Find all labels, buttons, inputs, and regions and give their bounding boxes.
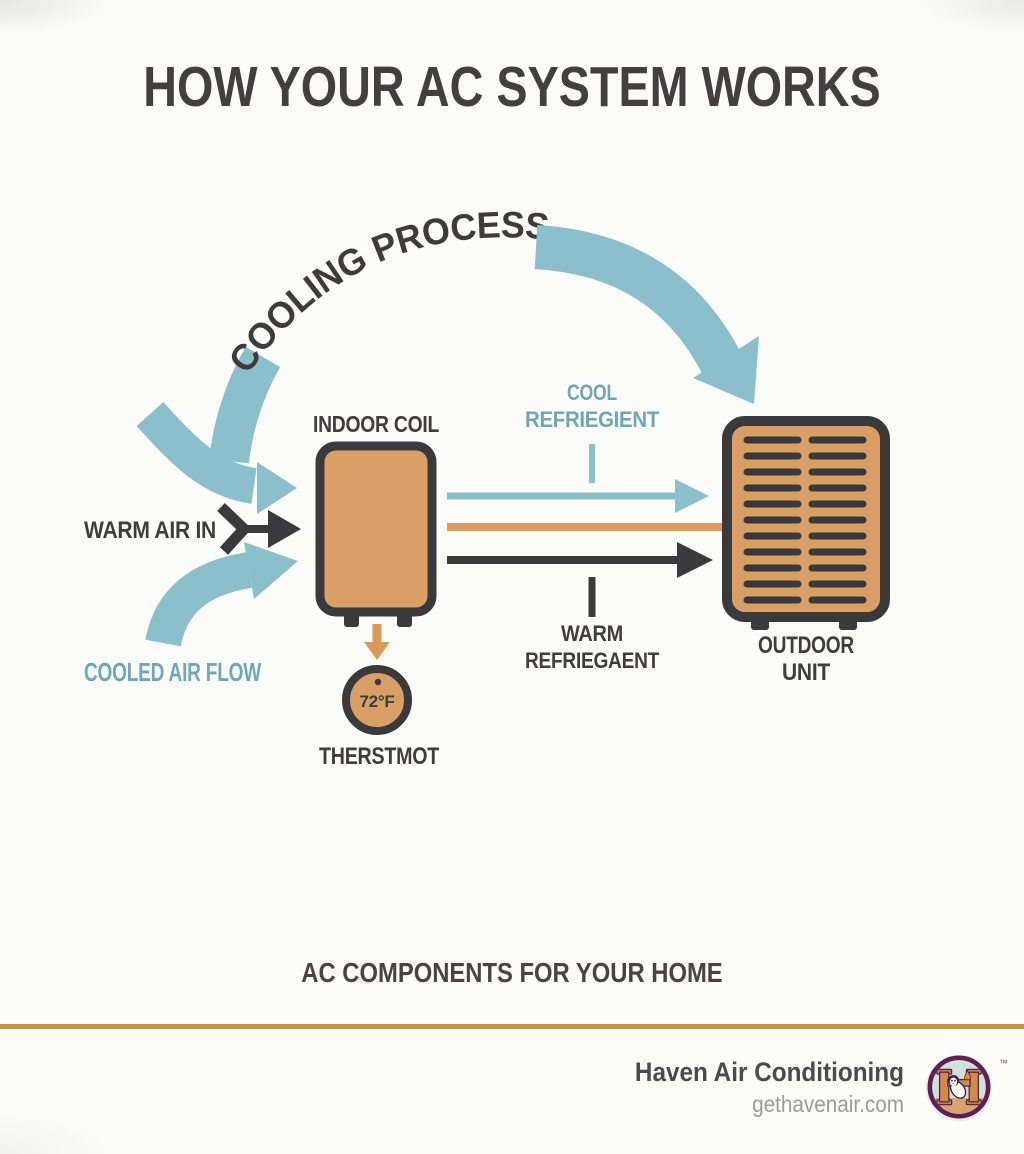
outdoor-unit xyxy=(722,416,890,630)
caption: AC COMPONENTS FOR YOUR HOME xyxy=(301,957,723,988)
outdoor-unit-vents xyxy=(743,436,867,604)
svg-text:REFRIEGAENT: REFRIEGAENT xyxy=(525,648,660,673)
thermostat-reading: 72°F xyxy=(360,692,395,711)
logo-penguin xyxy=(947,1074,967,1099)
cooling-process-arc-label: COOLING PROCESS xyxy=(221,204,551,380)
divider-line xyxy=(0,1024,1024,1029)
page-title: HOW YOUR AC SYSTEM WORKS xyxy=(143,55,881,119)
footer-text: Haven Air Conditioning gethavenair.com xyxy=(635,1057,904,1118)
thermostat-dial-dot xyxy=(374,678,382,686)
thermostat-label: THERSTMOT xyxy=(319,743,440,770)
thermostat-dial: 72°F xyxy=(342,665,412,735)
indoor-coil xyxy=(315,441,437,627)
haven-logo xyxy=(925,1054,993,1122)
logo-flame xyxy=(963,1070,971,1080)
warm-refrigerant-arrow xyxy=(447,542,713,578)
cool-refrigerant-label: COOL REFRIEGIENT xyxy=(525,380,660,432)
cooling-process-arrow xyxy=(534,225,759,404)
warm-air-in-arrow xyxy=(217,503,301,555)
svg-text:OUTDOOR: OUTDOOR xyxy=(758,632,854,659)
trademark-symbol: ™ xyxy=(999,1058,1008,1068)
cooled-airflow-arrow xyxy=(145,542,298,648)
warm-air-in-label: WARM AIR IN xyxy=(84,517,216,544)
cooled-air-flow-label: COOLED AIR FLOW xyxy=(84,657,262,687)
svg-text:COOL: COOL xyxy=(567,380,617,405)
airflow-arrow-top xyxy=(136,401,297,514)
outdoor-unit-label: OUTDOOR UNIT xyxy=(758,632,854,686)
thermostat-arrow xyxy=(364,624,390,660)
svg-text:REFRIEGIENT: REFRIEGIENT xyxy=(525,407,660,432)
cooling-process-arc-tail xyxy=(209,346,281,464)
svg-text:UNIT: UNIT xyxy=(782,659,831,686)
website-url: gethavenair.com xyxy=(752,1090,904,1117)
warm-refrigerant-label: WARM REFRIEGAENT xyxy=(525,621,660,673)
footer: Haven Air Conditioning gethavenair.com xyxy=(605,1048,1008,1126)
indoor-coil-label: INDOOR COIL xyxy=(313,411,439,437)
cool-refrigerant-arrow xyxy=(447,479,709,513)
svg-text:WARM: WARM xyxy=(561,621,623,646)
company-name: Haven Air Conditioning xyxy=(634,1056,904,1087)
